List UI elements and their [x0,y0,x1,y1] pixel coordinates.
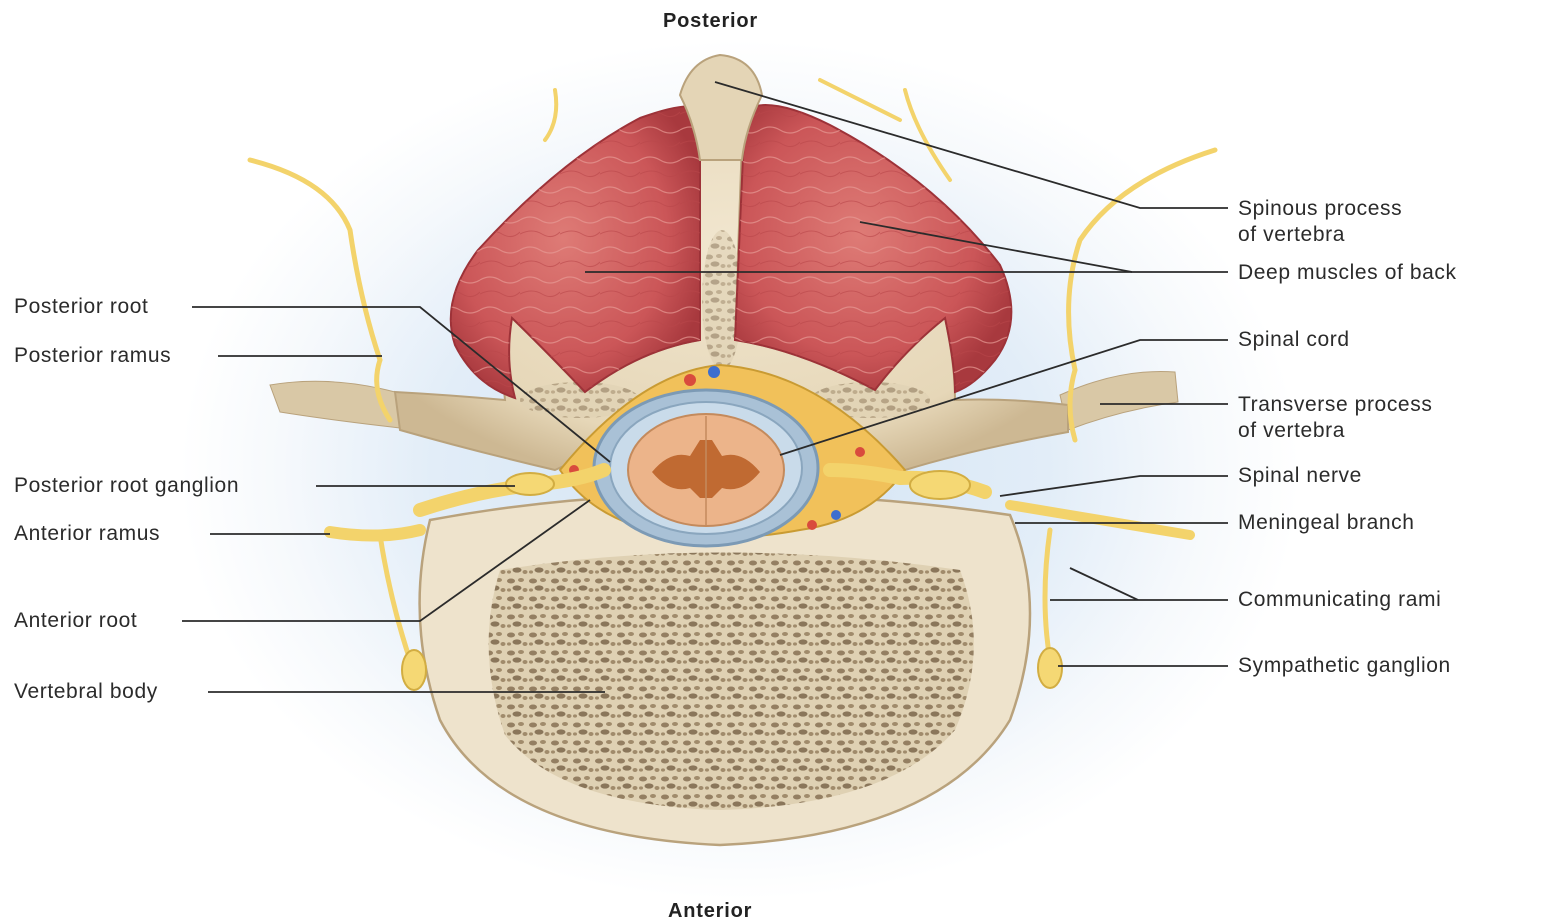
label-transverse-process-line1: Transverse process [1238,392,1432,418]
label-anterior-ramus: Anterior ramus [14,521,160,547]
label-transverse-process-line2: of vertebra [1238,418,1345,444]
label-communicating-rami: Communicating rami [1238,587,1441,613]
label-vertebral-body: Vertebral body [14,679,158,705]
label-spinal-cord: Spinal cord [1238,327,1350,353]
deep-muscle-right-texture [735,105,1011,392]
label-sympathetic-ganglion: Sympathetic ganglion [1238,653,1451,679]
leader-spinal-nerve [1000,476,1228,496]
orientation-anterior: Anterior [668,900,752,923]
orientation-posterior: Posterior [663,10,758,33]
label-anterior-root: Anterior root [14,608,137,634]
label-deep-muscles: Deep muscles of back [1238,260,1457,286]
label-meningeal-branch: Meningeal branch [1238,510,1415,536]
label-posterior-root-ganglion: Posterior root ganglion [14,473,239,499]
leader-communicating-rami [1050,568,1228,600]
label-posterior-root: Posterior root [14,294,148,320]
spinal-cord-shape [628,414,784,526]
label-spinous-process-line1: Spinous process [1238,196,1402,222]
label-spinal-nerve: Spinal nerve [1238,463,1362,489]
label-spinous-process-line2: of vertebra [1238,222,1345,248]
label-posterior-ramus: Posterior ramus [14,343,171,369]
